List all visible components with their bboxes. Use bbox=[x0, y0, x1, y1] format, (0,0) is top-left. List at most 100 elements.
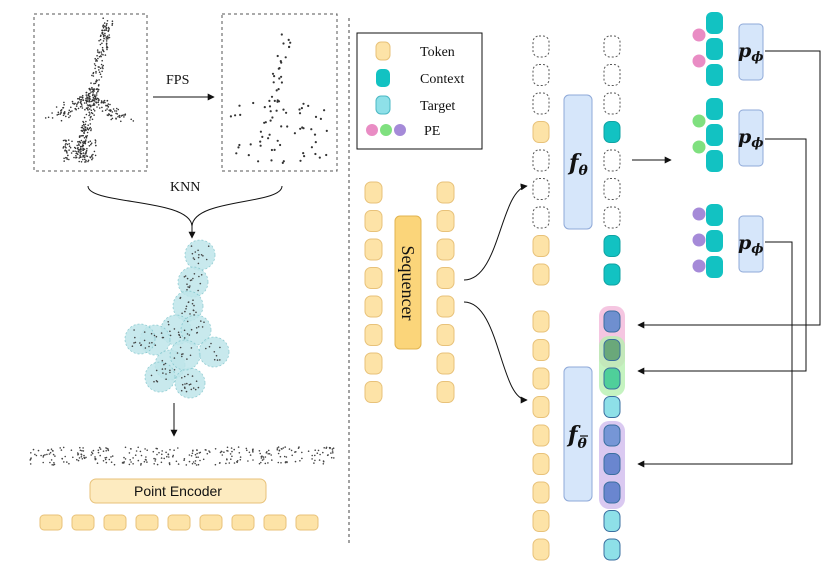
legend-pe-pink bbox=[366, 124, 378, 136]
cloud-point bbox=[85, 91, 88, 94]
cloud-point bbox=[85, 102, 88, 104]
fps-point bbox=[271, 116, 274, 119]
masked-token-slot bbox=[532, 35, 550, 58]
cloud-point bbox=[98, 84, 100, 86]
patch-point bbox=[160, 457, 163, 459]
cloud-point bbox=[91, 99, 94, 101]
predictor-box bbox=[738, 109, 764, 167]
fps-label: FPS bbox=[166, 73, 189, 88]
patch-point bbox=[194, 388, 197, 391]
patch-point bbox=[213, 351, 216, 353]
patch-point bbox=[152, 450, 155, 453]
patch-point bbox=[146, 449, 148, 452]
patch-point bbox=[299, 460, 301, 462]
cloud-point bbox=[93, 63, 96, 65]
patch-point bbox=[283, 455, 286, 458]
patch-point bbox=[155, 447, 157, 450]
patch-point bbox=[325, 447, 328, 450]
cloud-point bbox=[79, 145, 82, 148]
cloud-point bbox=[102, 34, 105, 36]
cloud-point bbox=[99, 67, 102, 70]
fps-point bbox=[261, 135, 264, 138]
cloud-point bbox=[87, 124, 89, 126]
cloud-point bbox=[69, 115, 71, 117]
patch-point bbox=[135, 450, 138, 452]
positional-embedding-dot bbox=[692, 207, 706, 221]
patch-point bbox=[311, 454, 314, 457]
fps-point bbox=[314, 115, 318, 118]
fps-point bbox=[280, 61, 283, 64]
cloud-point bbox=[94, 94, 96, 96]
cloud-point bbox=[94, 95, 97, 98]
patch-point bbox=[248, 451, 251, 454]
cloud-point bbox=[90, 128, 92, 130]
cloud-point bbox=[102, 17, 104, 20]
patch-point bbox=[190, 455, 193, 457]
patch-point bbox=[247, 460, 249, 462]
patch-point bbox=[190, 347, 193, 349]
patch-point bbox=[201, 326, 204, 328]
cloud-point bbox=[105, 42, 108, 45]
patch-point bbox=[140, 462, 142, 465]
patch-point bbox=[177, 331, 180, 334]
patch-point bbox=[205, 347, 207, 350]
cloud-point bbox=[101, 110, 104, 112]
cloud-point bbox=[130, 118, 132, 121]
patch-point bbox=[97, 449, 100, 452]
patch-point bbox=[49, 451, 52, 454]
patch-point bbox=[169, 448, 171, 451]
cloud-point bbox=[88, 111, 90, 114]
legend-target-label: Target bbox=[420, 99, 455, 114]
predictor-label: pϕ bbox=[738, 126, 764, 151]
patch-point bbox=[181, 353, 183, 356]
fps-point bbox=[313, 133, 317, 136]
masked-feature-slot bbox=[603, 35, 621, 58]
masked-feature-slot bbox=[603, 92, 621, 115]
cloud-point bbox=[83, 116, 86, 119]
patch-point bbox=[230, 447, 233, 449]
patch-point bbox=[183, 458, 186, 460]
patch-point bbox=[132, 457, 134, 459]
patch-point bbox=[260, 455, 263, 458]
cloud-point bbox=[75, 155, 77, 157]
cloud-point bbox=[92, 92, 94, 94]
patch-point bbox=[124, 458, 127, 460]
patch-point bbox=[330, 456, 333, 459]
patch-point bbox=[70, 449, 73, 452]
patch-point bbox=[213, 358, 216, 361]
patch-point bbox=[169, 334, 172, 337]
cloud-point bbox=[104, 101, 106, 104]
patch-point bbox=[53, 462, 55, 464]
cloud-point bbox=[91, 86, 93, 89]
positional-embedding-dot bbox=[692, 114, 706, 128]
cloud-point bbox=[65, 150, 68, 153]
fps-point bbox=[263, 106, 266, 109]
cloud-point bbox=[93, 88, 95, 90]
cloud-point bbox=[83, 130, 86, 132]
cloud-point bbox=[91, 112, 94, 115]
cloud-point bbox=[105, 24, 108, 27]
patch-point bbox=[219, 359, 221, 361]
patch-point bbox=[153, 334, 156, 337]
patch-point bbox=[80, 454, 83, 456]
cloud-point bbox=[98, 69, 100, 71]
cloud-point bbox=[102, 24, 105, 27]
sequencer-input-token bbox=[364, 181, 383, 204]
cloud-point bbox=[85, 113, 88, 116]
patch-point bbox=[82, 447, 84, 449]
cloud-point bbox=[99, 38, 102, 41]
encoded-token bbox=[103, 514, 127, 531]
cloud-point bbox=[120, 115, 123, 117]
predictor-context-token bbox=[706, 64, 723, 86]
cloud-point bbox=[81, 105, 83, 107]
patch-point bbox=[187, 373, 189, 376]
cloud-point bbox=[91, 155, 93, 158]
patch-point bbox=[161, 450, 163, 452]
fps-point bbox=[277, 67, 280, 70]
cloud-point bbox=[69, 146, 72, 149]
cloud-point bbox=[62, 114, 65, 117]
patch-point bbox=[64, 455, 66, 458]
cloud-point bbox=[80, 96, 82, 98]
fps-point bbox=[287, 38, 290, 42]
patch-point bbox=[189, 313, 191, 315]
